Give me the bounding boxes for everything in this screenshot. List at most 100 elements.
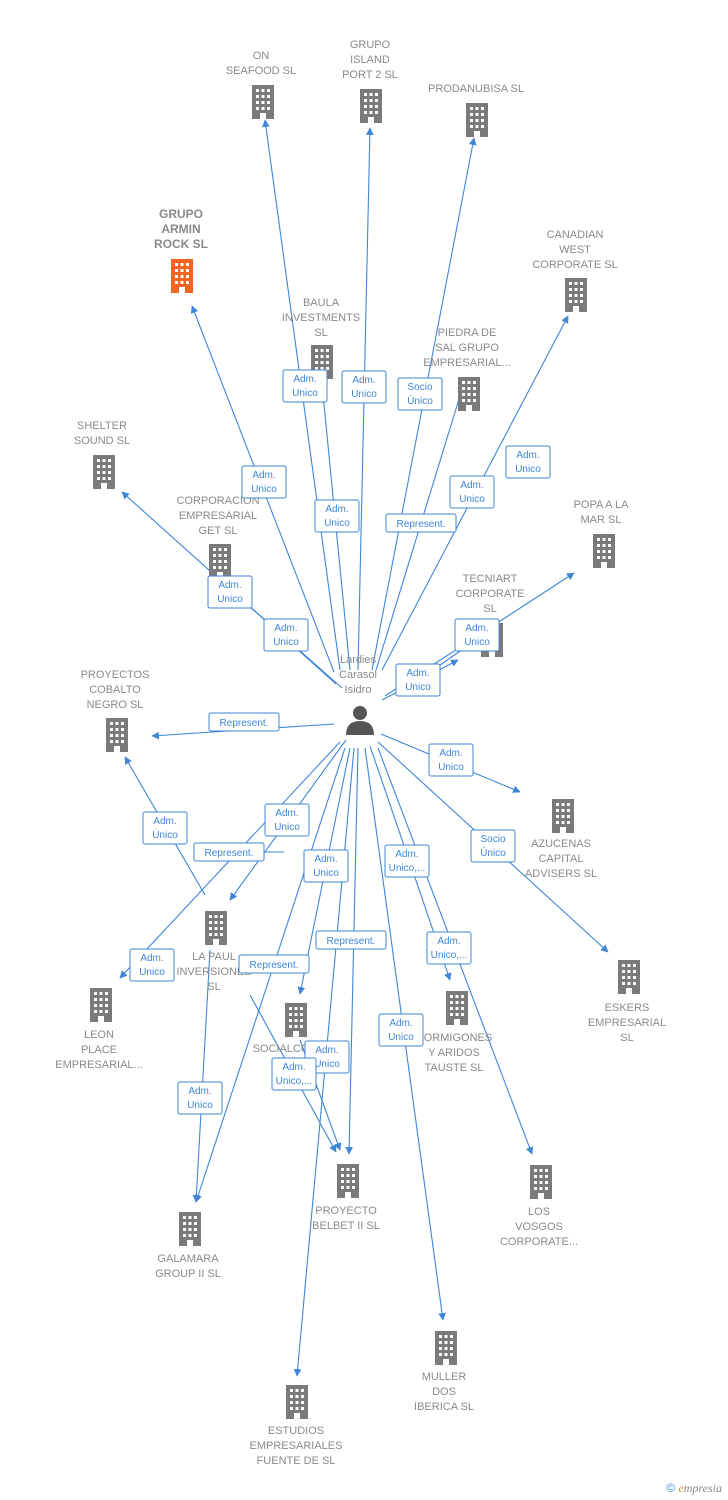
node-label[interactable]: CORPORATE... — [500, 1236, 578, 1248]
node-label[interactable]: ADVISERS SL — [525, 868, 597, 880]
node-label[interactable]: SL — [314, 327, 327, 339]
node-label[interactable]: LEON — [84, 1029, 114, 1041]
node-label[interactable]: ESTUDIOS — [268, 1425, 324, 1437]
node-label[interactable]: SOCIALCO — [253, 1043, 310, 1055]
building-icon[interactable] — [93, 455, 115, 489]
node-galamara[interactable]: GALAMARA GROUP II SL — [155, 1212, 221, 1280]
node-label[interactable]: PROYECTOS — [81, 669, 150, 681]
node-label[interactable]: LA PAUL — [192, 951, 236, 963]
edge-label-box[interactable] — [193, 842, 265, 862]
node-label[interactable]: SAL GRUPO — [435, 342, 499, 354]
node-label[interactable]: AZUCENAS — [531, 838, 591, 850]
node-label[interactable]: ARMIN — [161, 222, 200, 236]
edge-label-box[interactable] — [263, 618, 309, 652]
building-icon[interactable] — [446, 991, 468, 1025]
edge-label-tecniart[interactable]: Adm.Unico — [395, 663, 441, 697]
node-la-paul[interactable]: LA PAUL INVERSIONES SL — [176, 911, 252, 993]
node-label[interactable]: ISLAND — [350, 54, 390, 66]
node-label[interactable]: EMPRESARIALES — [250, 1440, 343, 1452]
node-label[interactable]: POPA A LA — [574, 499, 629, 511]
node-label[interactable]: SHELTER — [77, 420, 127, 432]
center-name[interactable]: Lardies — [340, 654, 377, 666]
node-label[interactable]: VOSGOS — [515, 1221, 563, 1233]
person-icon-head[interactable] — [353, 706, 367, 720]
building-icon[interactable] — [209, 544, 231, 578]
node-popa-a-la-mar[interactable]: POPA A LA MAR SL — [574, 499, 629, 568]
building-icon[interactable] — [466, 103, 488, 137]
edge-label-socialco[interactable]: Adm.Unico — [303, 849, 349, 883]
edge-label-canadian-west[interactable]: Adm.Unico — [449, 475, 495, 509]
node-label[interactable]: EMPRESARIAL... — [55, 1059, 142, 1071]
edge-label-on-seafood[interactable]: Adm.Unico — [314, 499, 360, 533]
building-icon[interactable] — [286, 1385, 308, 1419]
edge-label-box[interactable] — [129, 948, 175, 982]
node-label[interactable]: INVESTMENTS — [282, 312, 360, 324]
node-label[interactable]: GRUPO — [159, 207, 203, 221]
node-label[interactable]: GET SL — [199, 525, 238, 537]
center-name[interactable]: Carasol — [339, 669, 377, 681]
building-icon[interactable] — [435, 1331, 457, 1365]
node-label[interactable]: INVERSIONES — [176, 966, 251, 978]
node-label[interactable]: PORT 2 SL — [342, 69, 398, 81]
edge-label-box[interactable] — [142, 811, 188, 845]
node-proyecto-belbet[interactable]: PROYECTO BELBET II SL — [312, 1164, 380, 1232]
edge-label-proyecto-belbet[interactable]: Represent. — [315, 930, 387, 950]
node-label[interactable]: SEAFOOD SL — [226, 65, 296, 77]
node-los-vosgos[interactable]: LOSVOSGOSCORPORATE... — [500, 1165, 578, 1248]
node-proyectos-cobalto[interactable]: PROYECTOS COBALTO NEGRO SL — [81, 669, 150, 752]
node-label[interactable]: GROUP II SL — [155, 1268, 221, 1280]
edge-label-box[interactable] — [271, 1057, 317, 1091]
node-label[interactable]: MAR SL — [581, 514, 622, 526]
edge-label-tecniart-2[interactable]: Adm.Unico — [454, 618, 500, 652]
node-label[interactable]: ESKERS — [605, 1002, 650, 1014]
node-label[interactable]: COBALTO — [89, 684, 141, 696]
edge-label-la-paul[interactable]: Adm.Unico — [264, 803, 310, 837]
node-label[interactable]: PLACE — [81, 1044, 117, 1056]
node-leon-place[interactable]: LEON PLACE EMPRESARIAL... — [55, 988, 143, 1071]
edge-label-box[interactable] — [470, 829, 516, 863]
node-grupo-island[interactable]: GRUPO ISLAND PORT 2 SL — [342, 39, 398, 123]
node-label[interactable]: SL — [207, 981, 220, 993]
edge-label-box[interactable] — [241, 465, 287, 499]
node-label[interactable]: TECNIART — [463, 573, 518, 585]
node-label[interactable]: Y ARIDOS — [428, 1047, 480, 1059]
person-icon[interactable] — [346, 721, 374, 735]
node-label[interactable]: CORPORACION — [176, 495, 259, 507]
node-prodanubisa[interactable]: PRODANUBISA SL — [428, 83, 524, 137]
edge-label-box[interactable] — [282, 369, 328, 403]
building-icon[interactable] — [458, 377, 480, 411]
edge-label-box[interactable] — [397, 377, 443, 411]
edge-label-hormigones-2[interactable]: Adm.Unico,... — [426, 931, 472, 965]
node-label[interactable]: DOS — [432, 1386, 456, 1398]
node-label[interactable]: GRUPO — [350, 39, 391, 51]
edge-label-box[interactable] — [454, 618, 500, 652]
node-label[interactable]: GALAMARA — [157, 1253, 219, 1265]
node-label[interactable]: NEGRO SL — [87, 699, 144, 711]
edge-label-proyecto-belbet-3[interactable]: Adm.Unico,... — [271, 1057, 317, 1091]
node-label[interactable]: BELBET II SL — [312, 1220, 380, 1232]
building-icon[interactable] — [337, 1164, 359, 1198]
node-eskers[interactable]: ESKERS EMPRESARIAL SL — [588, 960, 666, 1044]
edge-label-galamara[interactable]: Adm.Unico — [177, 1081, 223, 1115]
edge-label-box[interactable] — [314, 499, 360, 533]
building-icon[interactable] — [530, 1165, 552, 1199]
node-label[interactable]: SL — [620, 1032, 633, 1044]
node-label[interactable]: HORMIGONES — [416, 1032, 492, 1044]
building-icon[interactable] — [171, 259, 193, 293]
edge-label-box[interactable] — [341, 370, 387, 404]
node-label[interactable]: EMPRESARIAL — [588, 1017, 666, 1029]
edge-label-box[interactable] — [303, 849, 349, 883]
node-label[interactable]: PROYECTO — [315, 1205, 377, 1217]
edge-label-cobalto-2[interactable]: Adm.Unico — [142, 811, 188, 845]
node-label[interactable]: ON — [253, 50, 270, 62]
edge-label-muller-dos[interactable]: Adm.Unico — [378, 1013, 424, 1047]
node-on-seafood[interactable]: ON SEAFOOD SL — [226, 50, 296, 119]
edge-label-galamara-rep[interactable]: Represent. — [238, 954, 310, 974]
node-label[interactable]: CORPORATE SL — [532, 259, 617, 271]
building-icon[interactable] — [179, 1212, 201, 1246]
